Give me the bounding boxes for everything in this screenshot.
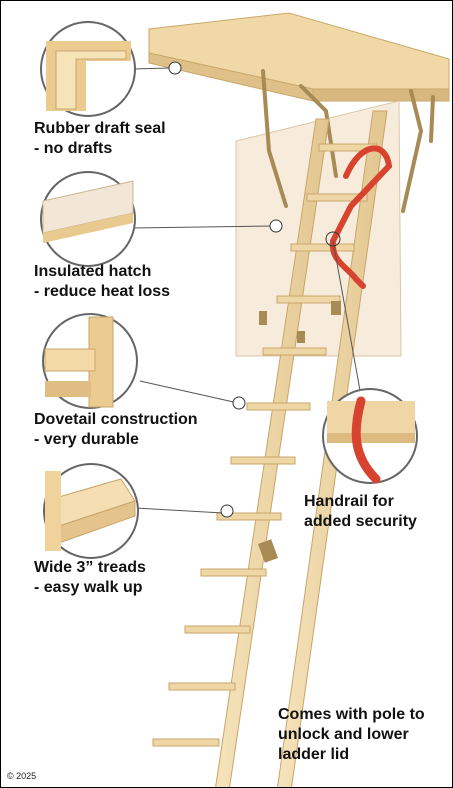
callout-draft-seal-title: Rubber draft seal (34, 120, 166, 137)
callout-draft-seal-subtitle: - no drafts (34, 140, 113, 157)
pole-note-line-3: ladder lid (278, 746, 350, 763)
callout-insulated-hatch-title: Insulated hatch (34, 263, 152, 280)
callout-treads: Wide 3” treads - easy walk up (34, 558, 146, 598)
hinge-arms (261, 69, 435, 213)
pole-note: Comes with pole to unlock and lower ladd… (278, 705, 425, 765)
detail-circle-handrail (322, 388, 418, 484)
handrail-graphic (329, 145, 393, 289)
callout-insulated-hatch: Insulated hatch - reduce heat loss (34, 262, 170, 302)
pole-note-line-2: unlock and lower (278, 726, 409, 743)
ceiling-frame (148, 12, 450, 102)
pole-note-line-1: Comes with pole to (278, 706, 425, 723)
callout-handrail-title: Handrail for (304, 493, 394, 510)
detail-circle-insulated-hatch (40, 171, 136, 267)
callout-treads-title: Wide 3” treads (34, 559, 146, 576)
callout-handrail: Handrail for added security (304, 492, 417, 532)
callout-handrail-subtitle: added security (304, 513, 417, 530)
detail-circle-dovetail (42, 313, 138, 409)
callout-draft-seal: Rubber draft seal - no drafts (34, 119, 166, 159)
callout-dovetail: Dovetail construction - very durable (34, 410, 198, 450)
callout-insulated-hatch-subtitle: - reduce heat loss (34, 283, 171, 300)
detail-circle-treads (43, 463, 139, 559)
detail-circle-draft-seal (40, 21, 136, 117)
callout-dovetail-subtitle: - very durable (34, 431, 139, 448)
copyright: © 2025 (7, 771, 37, 781)
callout-dovetail-title: Dovetail construction (34, 411, 198, 428)
callout-treads-subtitle: - easy walk up (34, 579, 143, 596)
